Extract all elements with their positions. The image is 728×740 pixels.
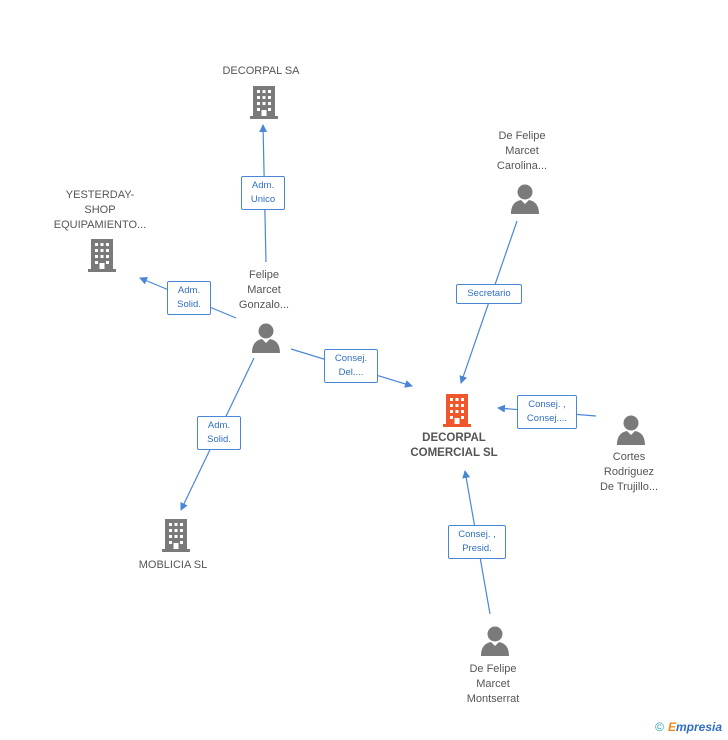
node-label-carolina[interactable]: De Felipe Marcet Carolina... — [496, 130, 548, 172]
person-icon[interactable] — [510, 183, 540, 215]
brand-name: mpresia — [675, 720, 722, 734]
empresia-watermark: ©Empresia — [655, 720, 722, 734]
node-label-cortes-rodriguez[interactable]: Cortes Rodriguez De Trujillo... — [599, 451, 659, 493]
edge-label-adm-unico[interactable]: Adm. Unico — [241, 176, 285, 210]
edge-label-consej-del[interactable]: Consej. Del.... — [324, 349, 378, 383]
edge-label-adm-solid-yesterday[interactable]: Adm. Solid. — [167, 281, 211, 315]
person-icon[interactable] — [616, 414, 646, 446]
building-icon[interactable] — [86, 237, 118, 273]
edge-label-consej-presid[interactable]: Consej. , Presid. — [448, 525, 506, 559]
node-label-decorpal-comercial[interactable]: DECORPAL COMERCIAL SL — [410, 432, 498, 459]
edge-label-secretario[interactable]: Secretario — [456, 284, 522, 304]
edge-label-adm-solid-moblicia[interactable]: Adm. Solid. — [197, 416, 241, 450]
copyright-symbol: © — [655, 720, 664, 734]
node-label-moblicia[interactable]: MOBLICIA SL — [138, 559, 208, 571]
node-label-montserrat[interactable]: De Felipe Marcet Montserrat — [466, 663, 520, 705]
node-label-decorpal-sa[interactable]: DECORPAL SA — [222, 65, 300, 77]
node-label-felipe-gonzalo[interactable]: Felipe Marcet Gonzalo... — [238, 269, 290, 311]
node-label-yesterday-shop[interactable]: YESTERDAY- SHOP EQUIPAMIENTO... — [53, 189, 147, 231]
person-icon[interactable] — [251, 322, 281, 354]
building-main-icon[interactable] — [441, 392, 473, 428]
building-icon[interactable] — [248, 84, 280, 120]
building-icon[interactable] — [160, 517, 192, 553]
brand-initial: E — [667, 720, 676, 734]
edge-label-consej-consej[interactable]: Consej. , Consej.... — [517, 395, 577, 429]
person-icon[interactable] — [480, 625, 510, 657]
